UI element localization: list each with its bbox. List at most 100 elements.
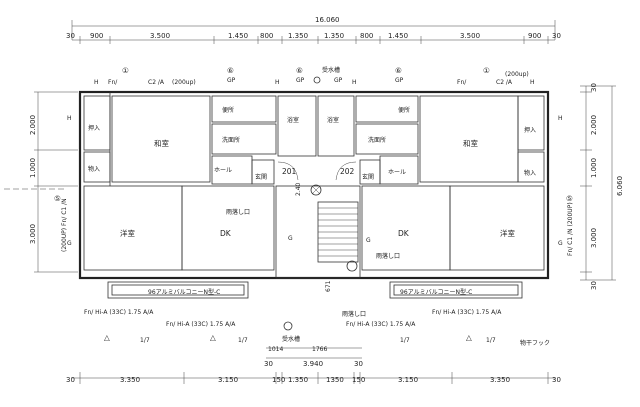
g-mark: G [366,237,371,244]
h-mark: H [530,79,535,86]
h-mark: H [94,79,99,86]
triangle-marker: △ [104,333,110,342]
center-dim-3940: 3.940 [303,360,323,368]
h-mark: H [275,79,280,86]
h-mark: H [67,115,72,122]
bottom-dim-seg: 150 [272,376,285,384]
marker-circle-6: ⑥ [395,66,402,75]
marker-circle-1: ① [483,66,490,75]
building-outline [78,90,550,280]
room-toilet-left: 便所 [222,106,234,114]
right-dim-1000: 1.000 [590,158,598,178]
stair-dimension: 2.40 [295,182,302,196]
top-dim-seg: 1.450 [388,32,408,40]
bottom-dim-seg: 30 [66,376,75,384]
room-monoire-left: 物入 [88,165,100,173]
top-dim-seg: 800 [360,32,373,40]
drain-label-right: 雨落し口 [376,252,400,260]
sash-callout-mid1: Fn/ Hi-A (33C) 1.75 A/A [166,321,236,328]
right-dim-30: 30 [590,83,598,92]
top-dim-seg: 900 [90,32,103,40]
gp-label: GP [227,77,236,84]
center-dim-30b: 30 [354,360,363,368]
room-washitsu-left: 和室 [154,138,169,148]
top-dim-seg: 3.500 [460,32,480,40]
drain-label: 雨落し口 [226,208,250,216]
room-entrance-right: 玄関 [362,173,374,181]
top-dim-seg: 1.350 [288,32,308,40]
water-tank-label-bottom: 受水槽 [282,335,300,343]
right-dim-3000: 3.000 [590,228,598,248]
gp-label: GP [296,77,305,84]
room-washroom-right: 洗面所 [368,136,386,144]
water-tank-label: 受水槽 [322,66,340,74]
center-sub-dim: 1014 [268,346,283,353]
fraction-label: 1/7 [238,337,248,344]
fraction-label: 1/7 [140,337,150,344]
balconies: 96アルミバルコニーN型-C 96アルミバルコニーN型-C [107,281,523,299]
bottom-dim-seg: 150 [352,376,365,384]
sash-callout-left: Fn/ Hi-A (33C) 1.75 A/A [84,309,154,316]
drain-label-bottom: 雨落し口 [342,310,366,318]
left-dim-1000: 1.000 [29,158,37,178]
window-note-left: (200up) [172,79,196,86]
room-toilet-right: 便所 [398,106,410,114]
g-mark: G [67,240,72,247]
top-dim-seg: 30 [66,32,75,40]
top-dim-seg: 3.500 [150,32,170,40]
room-hall-left: ホール [214,167,232,174]
top-dim-seg: 30 [552,32,561,40]
balcony-label-left: 96アルミバルコニーN型-C [148,288,220,296]
top-dim-seg: 800 [260,32,273,40]
room-hall-right: ホール [388,169,406,176]
gp-label: GP [395,77,404,84]
room-labels: 和室 和室 洋室 洋室 DK DK 便所 便所 浴室 浴室 洗面所 洗面所 ホー… [88,106,536,292]
center-dim-30: 30 [264,360,273,368]
fraction-label: 1/7 [486,337,496,344]
room-youshitsu-left: 洋室 [120,228,135,238]
bottom-dimension-lines: 30 3.350 3.150 150 1.350 1350 150 3.150 … [66,372,561,384]
room-oshiire-right: 押入 [524,126,536,134]
triangle-marker: △ [210,333,216,342]
room-bath-left: 浴室 [287,116,299,124]
bottom-dim-seg: 1350 [326,376,344,384]
side-window-left: (200UP) Fn/ C1 /N [61,198,68,252]
fraction-label: 1/7 [400,337,410,344]
sash-callouts: Fn/ Hi-A (33C) 1.75 A/A Fn/ Hi-A (33C) 1… [84,309,550,347]
center-dimension-lines: 1014 1766 30 3.940 30 [264,346,363,368]
left-dim-2000: 2.000 [29,115,37,135]
fn-label: Fn/ [108,79,118,86]
room-dk-right: DK [398,229,410,238]
right-dimension-lines: 30 2.000 1.000 3.000 30 6.060 ⑤ Fn/ C1 /… [558,83,624,290]
bottom-dim-seg: 1.350 [288,376,308,384]
room-dk-left: DK [220,229,232,238]
top-markers: ① ⑥ ⑥ ⑥ ① GP GP GP GP 受水槽 H Fn/ C2 /A (2… [94,66,535,86]
stair-number: 671 [325,280,332,292]
marker-circle-5-left: ⑤ [54,194,61,203]
window-note-right: (200up) [505,71,529,78]
g-mark: G [558,240,563,247]
right-dim-2000: 2.000 [590,115,598,135]
gp-label: GP [334,77,343,84]
room-youshitsu-right: 洋室 [500,228,515,238]
fn-label-right: Fn/ [457,79,467,86]
marker-circle-5-right: ⑤ [566,194,573,203]
bottom-dim-seg: 3.150 [218,376,238,384]
top-total-dimension: 16.060 [315,16,340,24]
room-oshiire-left: 押入 [88,124,100,132]
marker-circle-6: ⑥ [296,66,303,75]
room-entrance-left: 玄関 [255,173,267,181]
top-dim-seg: 900 [528,32,541,40]
bottom-dim-seg: 30 [552,376,561,384]
right-total-dim: 6.060 [616,176,624,196]
sash-callout-mid2: Fn/ Hi-A (33C) 1.75 A/A [346,321,416,328]
triangle-marker: △ [466,333,472,342]
top-dimension-lines: 16.060 30 900 3.500 1.450 800 1.350 1.35… [66,16,561,44]
left-dim-3000: 3.000 [29,224,37,244]
top-dim-seg: 1.350 [324,32,344,40]
water-meter-icon [313,76,321,84]
side-window-right: Fn/ C1 /N (200UP) [567,202,574,256]
h-mark: H [352,79,357,86]
unit-number-201: 201 [282,167,297,176]
